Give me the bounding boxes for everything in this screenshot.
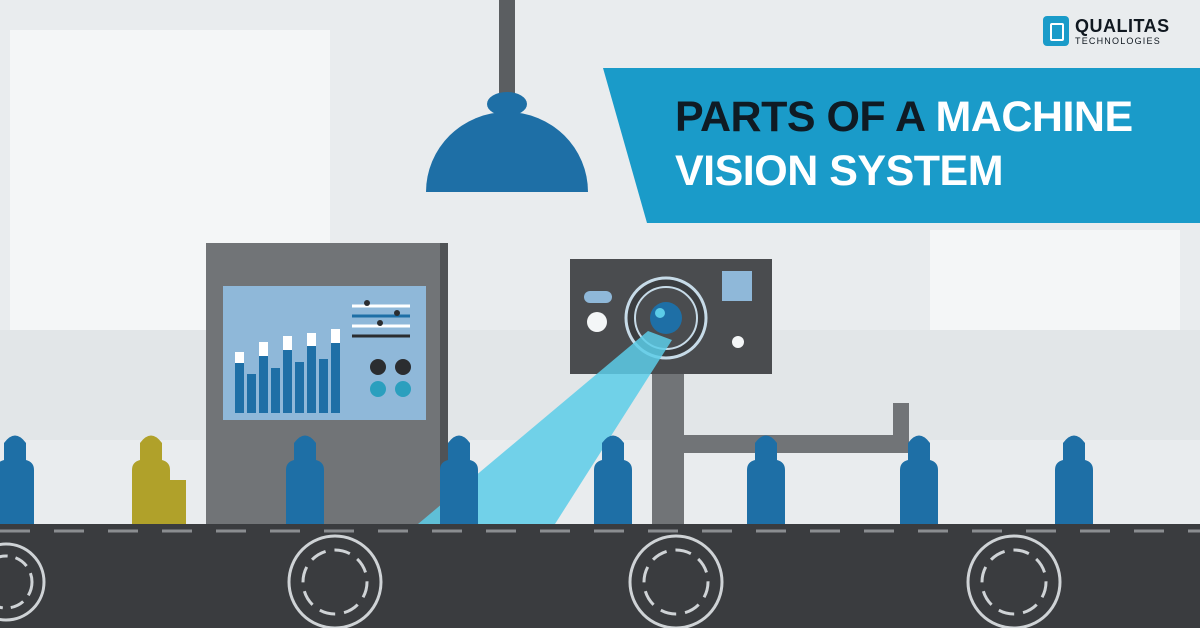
conveyor-belt [0, 524, 1200, 628]
camera-flash-icon [584, 291, 612, 303]
brand-name: QUALITAS [1075, 16, 1170, 36]
camera-viewfinder-icon [722, 271, 752, 301]
bottles [0, 435, 1093, 524]
chart-bar-9 [331, 343, 340, 413]
camera-lens-icon [650, 302, 682, 334]
lamp-knob [487, 92, 527, 116]
headline-accent-line2: VISION SYSTEM [675, 147, 1004, 195]
camera-arm-horizontal [684, 435, 896, 453]
chart-bar-7 [307, 346, 316, 413]
chart-bar-2 [247, 374, 256, 413]
bottle-8 [1055, 435, 1093, 524]
conveyor-roller-4 [966, 534, 1062, 628]
conveyor-roller-1-inner [0, 554, 34, 610]
chart-bar-top-5 [331, 329, 340, 343]
camera-arm-end [893, 403, 909, 453]
slider-knob-2 [394, 310, 400, 316]
headline-dark-part: PARTS OF A [675, 93, 936, 141]
bottle-7 [900, 435, 938, 524]
conveyor-roller-2-inner [301, 548, 369, 616]
brand-subtitle: TECHNOLOGIES [1075, 36, 1161, 46]
chart-bar-8 [319, 359, 328, 413]
lamp-shade-icon [426, 112, 588, 192]
chart-bar-4 [271, 368, 280, 413]
bottle-defective [132, 435, 186, 524]
camera-button-icon [587, 312, 607, 332]
camera-indicator-icon [732, 336, 744, 348]
conveyor-roller-2 [287, 534, 383, 628]
chart-bar-1 [235, 363, 244, 413]
gauge-icon-3 [370, 381, 386, 397]
gauge-icon-4 [395, 381, 411, 397]
bottle-6 [747, 435, 785, 524]
conveyor-roller-4-inner [980, 548, 1048, 616]
headline: PARTS OF A MACHINE VISION SYSTEM [675, 90, 1185, 198]
bottle-1 [0, 435, 34, 524]
bottle-3 [286, 435, 324, 524]
conveyor-roller-3-inner [642, 548, 710, 616]
camera-light-beam [418, 331, 672, 524]
brand-logo[interactable]: QUALITAS TECHNOLOGIES [1043, 16, 1188, 52]
gauge-icon-1 [370, 359, 386, 375]
camera-mount-post [652, 374, 684, 524]
conveyor-roller-1 [0, 542, 46, 622]
conveyor-roller-3 [628, 534, 724, 628]
headline-banner [603, 68, 1200, 223]
slider-knob-1 [364, 300, 370, 306]
headline-accent-line1: MACHINE [935, 93, 1133, 141]
chart-bar-6 [295, 362, 304, 413]
slider-knob-3 [377, 320, 383, 326]
gauge-icon-2 [395, 359, 411, 375]
camera-lens-glint [655, 308, 665, 318]
chart-bar-top-4 [307, 333, 316, 346]
cabinet-side [440, 243, 448, 525]
bottle-4 [440, 435, 478, 524]
chart-bar-top-3 [283, 336, 292, 350]
chart-bar-5 [283, 350, 292, 413]
bottle-5 [594, 435, 632, 524]
chart-bar-top-1 [235, 352, 244, 363]
chart-bar-top-2 [259, 342, 268, 356]
q-square-icon [1043, 16, 1069, 46]
lamp-cord [499, 0, 515, 95]
chart-bar-3 [259, 356, 268, 413]
